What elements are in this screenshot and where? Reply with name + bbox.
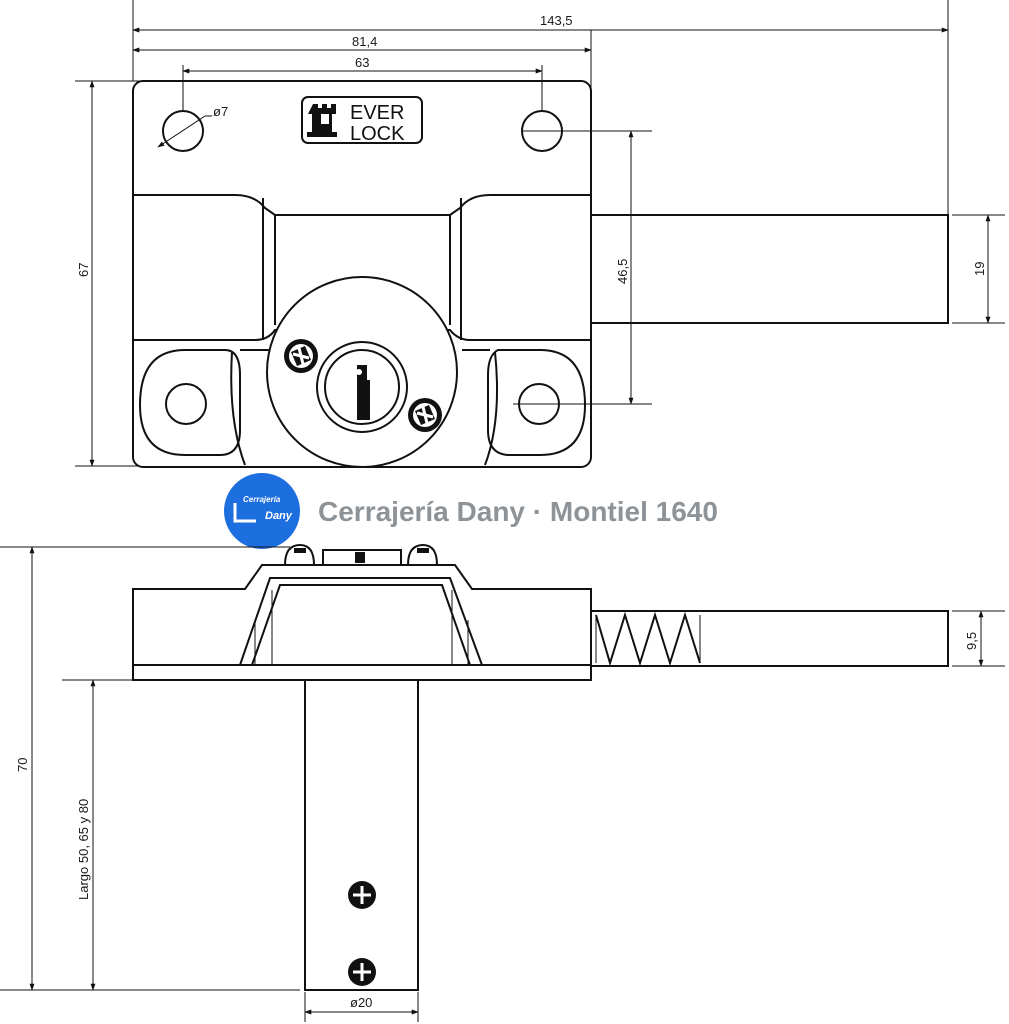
dim-bolt-thickness: 9,5 <box>964 632 979 650</box>
front-view: EVER LOCK <box>132 80 949 468</box>
dim-bolt-height: 19 <box>972 262 987 276</box>
mounting-hole <box>165 383 207 425</box>
side-view <box>132 543 949 991</box>
dim-hole-diameter: ø7 <box>213 104 228 119</box>
screw-icon <box>408 398 442 432</box>
screw-icon <box>284 339 318 373</box>
svg-text:LOCK: LOCK <box>350 123 405 145</box>
front-dimensions: 143,5 81,4 63 ø7 67 46,5 19 <box>75 0 1005 467</box>
svg-text:Dany: Dany <box>265 510 293 522</box>
cylinder-body <box>304 679 419 991</box>
svg-text:Cerrajería: Cerrajería <box>243 495 281 504</box>
dim-side-height: 70 <box>15 758 30 772</box>
brand-badge <box>224 473 300 549</box>
screw-icon <box>348 881 376 909</box>
key-shape-icon <box>233 503 256 523</box>
side-dimensions: 70 Largo 50, 65 y 80 9,5 ø20 <box>0 546 1005 1022</box>
screw-icon <box>348 958 376 986</box>
dim-plate-width: 81,4 <box>352 34 377 49</box>
keyway-icon <box>357 365 370 420</box>
dim-hole-spacing: 63 <box>355 55 369 70</box>
dim-hole-vertical-spacing: 46,5 <box>615 259 630 284</box>
dim-plate-height: 67 <box>76 263 91 277</box>
dim-cylinder-length: Largo 50, 65 y 80 <box>76 799 91 900</box>
dim-overall-width: 143,5 <box>540 13 573 28</box>
dim-cylinder-diameter: ø20 <box>350 995 372 1010</box>
brand-watermark: Cerrajería Dany Cerrajería Dany · Montie… <box>224 473 718 549</box>
everlock-logo: EVER LOCK <box>301 96 423 145</box>
svg-text:EVER: EVER <box>350 102 404 124</box>
brand-text: Cerrajería Dany · Montiel 1640 <box>318 496 718 527</box>
